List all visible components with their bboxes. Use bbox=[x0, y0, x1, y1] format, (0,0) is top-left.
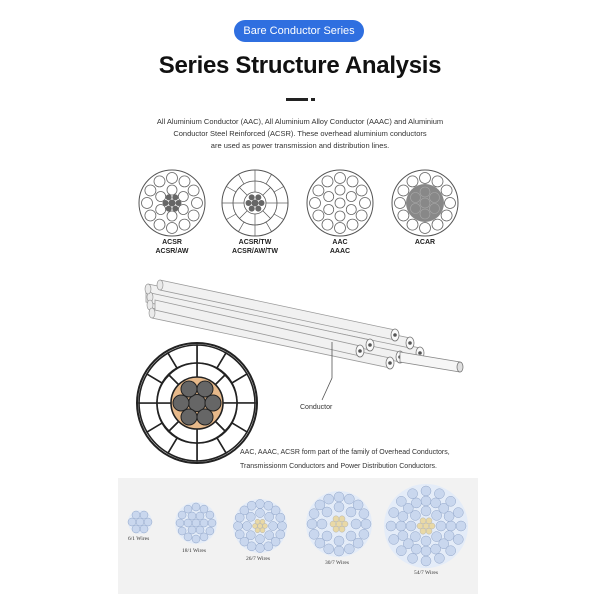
conductor-label: Conductor bbox=[300, 404, 333, 411]
label-line: ACSR/AW bbox=[155, 248, 189, 255]
stranding-illustration bbox=[127, 484, 468, 568]
label-line: ACSR/TW bbox=[238, 239, 272, 246]
acsr-tw-cross-section bbox=[221, 169, 289, 237]
label-line: ACSR bbox=[162, 239, 182, 246]
stranding-54-7 bbox=[384, 484, 468, 568]
stranding-label: 18/1 Wires bbox=[182, 548, 206, 554]
label-acsr: ACSR ACSR/AW bbox=[132, 238, 212, 256]
stranding-26-7 bbox=[233, 499, 287, 553]
intro-text: All Aluminium Conductor (AAC), All Alumi… bbox=[140, 116, 460, 152]
title-underline-dot bbox=[311, 98, 315, 101]
stranding-panel: 6/1 Wires 18/1 Wires 26/7 Wires 30/7 Wir… bbox=[118, 478, 478, 594]
large-cross-section bbox=[136, 342, 258, 464]
acsr-cross-section bbox=[138, 169, 206, 237]
note-line: Transmissionm Conductors and Power Distr… bbox=[240, 463, 437, 470]
stranding-18-1 bbox=[175, 502, 217, 544]
page-title: Series Structure Analysis bbox=[158, 52, 442, 79]
stranding-label: 26/7 Wires bbox=[246, 556, 270, 562]
label-aac: AAC AAAC bbox=[300, 238, 380, 256]
aac-cross-section bbox=[306, 169, 374, 237]
intro-line: All Aluminium Conductor (AAC), All Alumi… bbox=[156, 117, 444, 126]
title-underline bbox=[286, 98, 308, 101]
intro-line: are used as power transmission and distr… bbox=[210, 141, 390, 150]
label-line: AAC bbox=[332, 239, 348, 246]
family-note: AAC, AAAC, ACSR form part of the family … bbox=[240, 446, 480, 474]
intro-line: Conductor Steel Reinforced (ACSR). These… bbox=[173, 129, 427, 138]
acar-cross-section bbox=[391, 169, 459, 237]
stranding-6-1 bbox=[127, 510, 153, 534]
series-badge: Bare Conductor Series bbox=[234, 20, 364, 42]
cable-illustration bbox=[144, 279, 464, 401]
label-line: AAAC bbox=[329, 248, 351, 255]
label-line: ACSR/AW/TW bbox=[232, 248, 278, 255]
label-acsr-tw: ACSR/TW ACSR/AW/TW bbox=[215, 238, 295, 256]
label-acar: ACAR bbox=[385, 238, 465, 247]
note-line: AAC, AAAC, ACSR form part of the family … bbox=[240, 449, 450, 456]
stranding-label: 54/7 Wires bbox=[414, 570, 438, 576]
stranding-30-7 bbox=[306, 491, 372, 557]
stranding-label: 30/7 Wires bbox=[325, 560, 349, 566]
stranding-label: 6/1 Wires bbox=[128, 536, 150, 542]
label-line: ACAR bbox=[414, 239, 436, 246]
